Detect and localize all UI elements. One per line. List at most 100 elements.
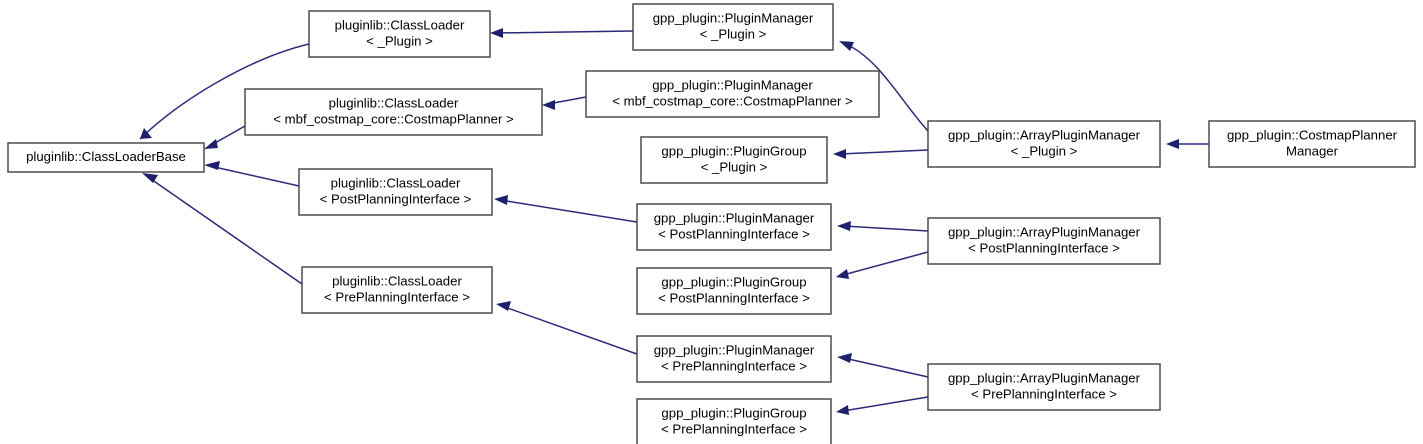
inheritance-arrowhead-icon bbox=[204, 139, 218, 149]
class-node-pluginlib-classloader-plugin[interactable]: pluginlib::ClassLoader< _Plugin > bbox=[308, 10, 491, 58]
edge-path bbox=[501, 305, 638, 355]
inheritance-arrowhead-icon bbox=[142, 173, 158, 183]
node-label-line: gpp_plugin::ArrayPluginManager bbox=[948, 370, 1141, 385]
edge-classloader-costmapplanner-to-base bbox=[204, 125, 246, 149]
node-label-line: < PostPlanningInterface > bbox=[320, 191, 472, 206]
edge-path bbox=[843, 225, 929, 232]
node-box[interactable] bbox=[636, 203, 832, 251]
node-box[interactable] bbox=[301, 266, 493, 314]
node-label-line: gpp_plugin::PluginGroup bbox=[661, 405, 806, 420]
node-box[interactable] bbox=[636, 335, 832, 383]
inheritance-arrowhead-icon bbox=[839, 41, 854, 51]
inheritance-arrowhead-icon bbox=[494, 195, 508, 205]
class-node-gpp-plugin-pluginmanager-costmapplanner[interactable]: gpp_plugin::PluginManager< mbf_costmap_c… bbox=[585, 70, 880, 118]
class-node-gpp-plugin-arraypluginmanager-plugin[interactable]: gpp_plugin::ArrayPluginManager< _Plugin … bbox=[927, 120, 1161, 168]
edge-arraypluginmanager-postplanning-to-pluginmanager-postplanning bbox=[837, 221, 929, 232]
node-label-line: pluginlib::ClassLoader bbox=[329, 95, 459, 110]
node-label-line: Manager bbox=[1286, 143, 1339, 158]
node-label-line: < _Plugin > bbox=[1011, 143, 1078, 158]
class-node-pluginlib-classloader-preplanninginterface[interactable]: pluginlib::ClassLoader< PrePlanningInter… bbox=[301, 266, 493, 314]
nodes-layer: pluginlib::ClassLoaderBasepluginlib::Cla… bbox=[7, 3, 1416, 444]
edge-path bbox=[499, 199, 638, 223]
edge-path bbox=[209, 165, 300, 187]
node-label-line: < PostPlanningInterface > bbox=[658, 226, 810, 241]
edge-pluginmanager-plugin-to-classloader-plugin bbox=[490, 28, 634, 38]
class-node-gpp-plugin-arraypluginmanager-postplanninginterface[interactable]: gpp_plugin::ArrayPluginManager< PostPlan… bbox=[927, 217, 1161, 265]
edge-arraypluginmanager-postplanning-to-plugingroup-postplanning bbox=[836, 251, 929, 279]
node-label-line: < _Plugin > bbox=[701, 159, 768, 174]
node-label-line: < mbf_costmap_core::CostmapPlanner > bbox=[273, 111, 514, 126]
inheritance-arrowhead-icon bbox=[836, 269, 849, 279]
edge-arraypluginmanager-plugin-to-pluginmanager-plugin bbox=[839, 41, 929, 132]
edge-arraypluginmanager-preplanning-to-plugingroup-preplanning bbox=[836, 396, 929, 415]
inheritance-arrowhead-icon bbox=[837, 221, 851, 231]
node-label-line: gpp_plugin::PluginManager bbox=[654, 210, 815, 225]
node-label-line: < _Plugin > bbox=[700, 26, 767, 41]
node-label-line: pluginlib::ClassLoader bbox=[332, 273, 462, 288]
inheritance-arrowhead-icon bbox=[542, 100, 555, 110]
edge-path bbox=[495, 30, 634, 34]
node-box[interactable] bbox=[640, 136, 828, 184]
node-label-line: pluginlib::ClassLoader bbox=[335, 17, 465, 32]
class-node-gpp-plugin-pluginmanager-postplanninginterface[interactable]: gpp_plugin::PluginManager< PostPlanningI… bbox=[636, 203, 832, 251]
edge-classloader-plugin-to-base bbox=[139, 43, 310, 140]
edge-path bbox=[147, 176, 303, 285]
inheritance-arrowhead-icon bbox=[496, 301, 511, 311]
node-box[interactable] bbox=[636, 398, 832, 444]
node-label-line: < _Plugin > bbox=[366, 33, 433, 48]
class-node-gpp-plugin-arraypluginmanager-preplanninginterface[interactable]: gpp_plugin::ArrayPluginManager< PrePlann… bbox=[927, 363, 1161, 411]
edge-pluginmanager-preplanning-to-classloader-preplanning bbox=[496, 301, 638, 355]
class-node-gpp-plugin-pluginmanager-plugin[interactable]: gpp_plugin::PluginManager< _Plugin > bbox=[632, 3, 834, 51]
class-node-pluginlib-classloader-costmapplanner[interactable]: pluginlib::ClassLoader< mbf_costmap_core… bbox=[244, 88, 543, 136]
node-label-line: gpp_plugin::PluginManager bbox=[653, 10, 814, 25]
edge-classloader-preplanning-to-base bbox=[142, 173, 303, 285]
node-label-line: < PrePlanningInterface > bbox=[661, 358, 807, 373]
inheritance-arrowhead-icon bbox=[833, 149, 846, 159]
node-label-line: < PostPlanningInterface > bbox=[658, 290, 810, 305]
edge-path bbox=[139, 43, 310, 140]
node-box[interactable] bbox=[298, 168, 493, 216]
class-node-gpp-plugin-plugingroup-preplanninginterface[interactable]: gpp_plugin::PluginGroup< PrePlanningInte… bbox=[636, 398, 832, 444]
edge-path bbox=[842, 396, 929, 412]
class-node-pluginlib-classloader-postplanninginterface[interactable]: pluginlib::ClassLoader< PostPlanningInte… bbox=[298, 168, 493, 216]
node-label-line: < mbf_costmap_core::CostmapPlanner > bbox=[612, 93, 853, 108]
class-node-gpp-plugin-plugingroup-plugin[interactable]: gpp_plugin::PluginGroup< _Plugin > bbox=[640, 136, 828, 184]
edge-pluginmanager-postplanning-to-classloader-postplanning bbox=[494, 195, 638, 223]
edge-arraypluginmanager-plugin-to-plugingroup-plugin bbox=[833, 149, 929, 159]
inheritance-arrowhead-icon bbox=[836, 405, 849, 415]
node-box[interactable] bbox=[927, 217, 1161, 265]
node-label-line: gpp_plugin::PluginManager bbox=[652, 77, 813, 92]
node-box[interactable] bbox=[244, 88, 543, 136]
node-label-line: gpp_plugin::CostmapPlanner bbox=[1227, 127, 1398, 142]
class-node-pluginlib-classloaderbase[interactable]: pluginlib::ClassLoaderBase bbox=[7, 142, 205, 173]
node-label-line: gpp_plugin::PluginManager bbox=[654, 342, 815, 357]
node-box[interactable] bbox=[585, 70, 880, 118]
inheritance-arrowhead-icon bbox=[1166, 139, 1179, 149]
node-label-line: gpp_plugin::PluginGroup bbox=[661, 143, 806, 158]
edge-path bbox=[839, 149, 929, 155]
node-box[interactable] bbox=[927, 120, 1161, 168]
node-box[interactable] bbox=[636, 267, 832, 315]
inheritance-arrowhead-icon bbox=[837, 353, 852, 363]
node-box[interactable] bbox=[927, 363, 1161, 411]
node-box[interactable] bbox=[1208, 120, 1416, 168]
class-node-gpp-plugin-plugingroup-postplanninginterface[interactable]: gpp_plugin::PluginGroup< PostPlanningInt… bbox=[636, 267, 832, 315]
node-box[interactable] bbox=[7, 142, 205, 173]
inheritance-arrowhead-icon bbox=[204, 161, 220, 170]
node-label-line: pluginlib::ClassLoader bbox=[331, 175, 461, 190]
node-label-line: < PrePlanningInterface > bbox=[971, 386, 1117, 401]
class-node-gpp-plugin-pluginmanager-preplanninginterface[interactable]: gpp_plugin::PluginManager< PrePlanningIn… bbox=[636, 335, 832, 383]
edge-costmapplannermanager-to-arraypluginmanager-plugin bbox=[1166, 139, 1209, 149]
node-box[interactable] bbox=[632, 3, 834, 51]
edge-path bbox=[845, 43, 929, 132]
node-box[interactable] bbox=[308, 10, 491, 58]
node-label-line: < PrePlanningInterface > bbox=[324, 289, 470, 304]
inheritance-arrowhead-icon bbox=[140, 128, 152, 139]
edge-classloader-postplanning-to-base bbox=[204, 161, 300, 187]
node-label-line: gpp_plugin::ArrayPluginManager bbox=[948, 224, 1141, 239]
node-label-line: < PrePlanningInterface > bbox=[661, 421, 807, 436]
inheritance-arrowhead-icon bbox=[490, 28, 503, 38]
